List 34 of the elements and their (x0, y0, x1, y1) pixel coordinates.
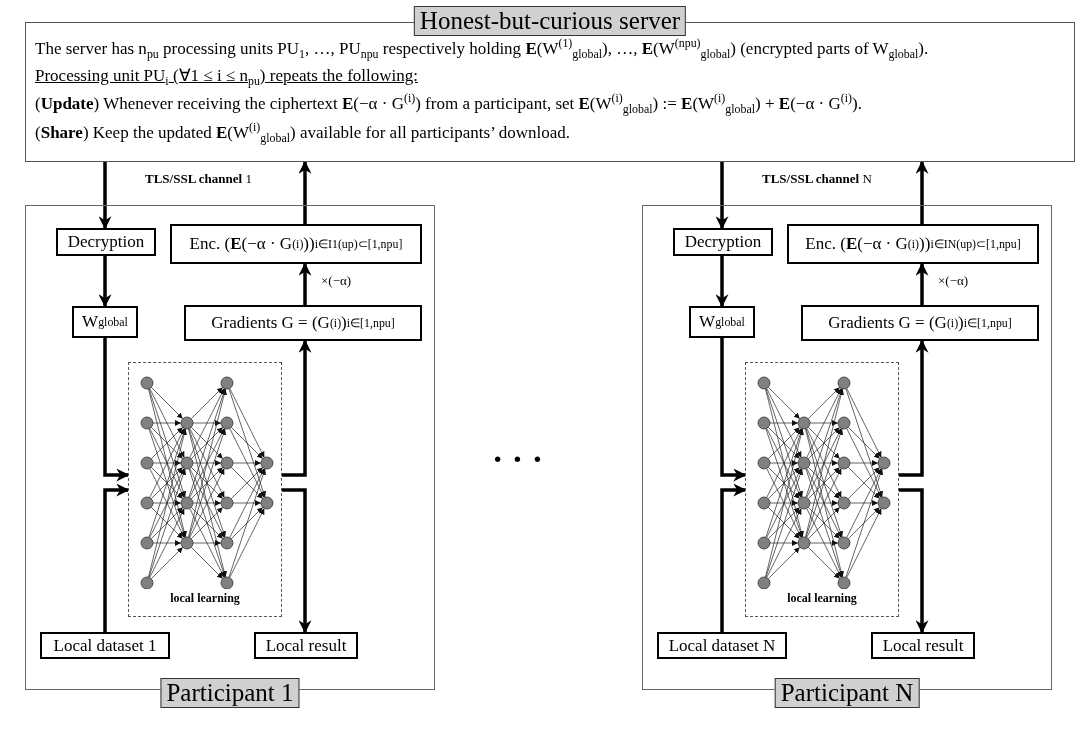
dashed-region (128, 362, 282, 617)
participant-label: Participant N (774, 678, 920, 708)
participant-label: Participant 1 (160, 678, 300, 708)
arrow (715, 256, 729, 308)
region-label: local learning (170, 591, 240, 606)
arrow (720, 338, 747, 482)
arrow (98, 256, 112, 308)
arrow (915, 262, 929, 305)
arrow (915, 160, 929, 224)
arrow (298, 262, 312, 305)
arrow (720, 483, 747, 632)
process-box: Local dataset 1 (40, 632, 170, 659)
server-text: (Share) Keep the updated E(W$^{(i)}$$_{global}$) available for all participants’ download. (35, 123, 571, 143)
arrow (298, 160, 312, 224)
ellipsis-dots: · · · (492, 440, 544, 478)
process-box: Local result (254, 632, 358, 659)
process-box: Decryption (56, 228, 156, 256)
server-text: Processing unit PU$_{i}$ (∀1 ≤ i ≤ n$_{pu}$) repeats the following: (35, 65, 418, 86)
dashed-region (745, 362, 899, 617)
server-heading: Honest-but-curious server (413, 6, 687, 36)
arrow (103, 338, 130, 482)
arrow (715, 162, 729, 230)
region-label: local learning (787, 591, 857, 606)
process-box: Local result (871, 632, 975, 659)
arrow (282, 339, 312, 477)
process-box: Local dataset N (657, 632, 787, 659)
arrow (98, 162, 112, 230)
server-text: (Update) Whenever receiving the ciphertext E(−α · G$^{(i)}$) from a participant, set E(W$^{(i)}$$_{global}$) := E(W$^{(i)}$$_{global}$) + E(−α · G$^{(i)}$). (35, 94, 862, 114)
arrow (282, 488, 312, 634)
arrow (899, 339, 929, 477)
server-text: The server has n$_{pu}$ processing units PU$_{1}$, …, PU$_{npu}$ respectively holding E(W$^{(1)}$$_{global}$), …, E(W$^{(npu)}$$_{global}$) (encrypted parts of W$_{global}$). (35, 39, 929, 59)
arrow (103, 483, 130, 632)
process-box: Decryption (673, 228, 773, 256)
arrow (899, 488, 929, 634)
